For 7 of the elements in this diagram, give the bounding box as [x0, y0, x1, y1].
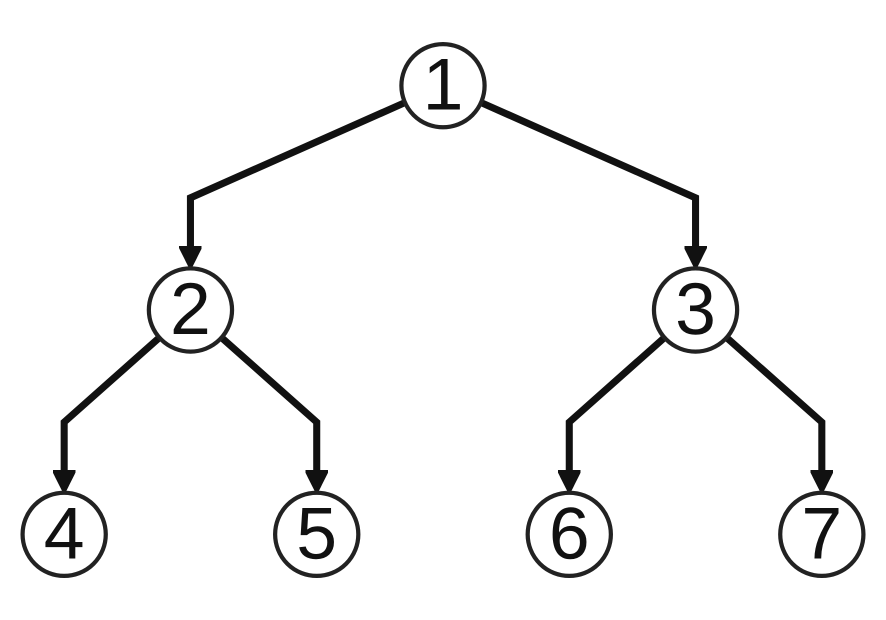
node-circle: 1	[399, 42, 487, 130]
node-circle: 5	[273, 490, 360, 578]
node-circle: 3	[652, 266, 740, 354]
node-circle: 6	[526, 490, 613, 578]
node-circle: 4	[20, 490, 108, 578]
node-circle: 7	[778, 490, 866, 578]
node-circle: 2	[146, 266, 234, 354]
